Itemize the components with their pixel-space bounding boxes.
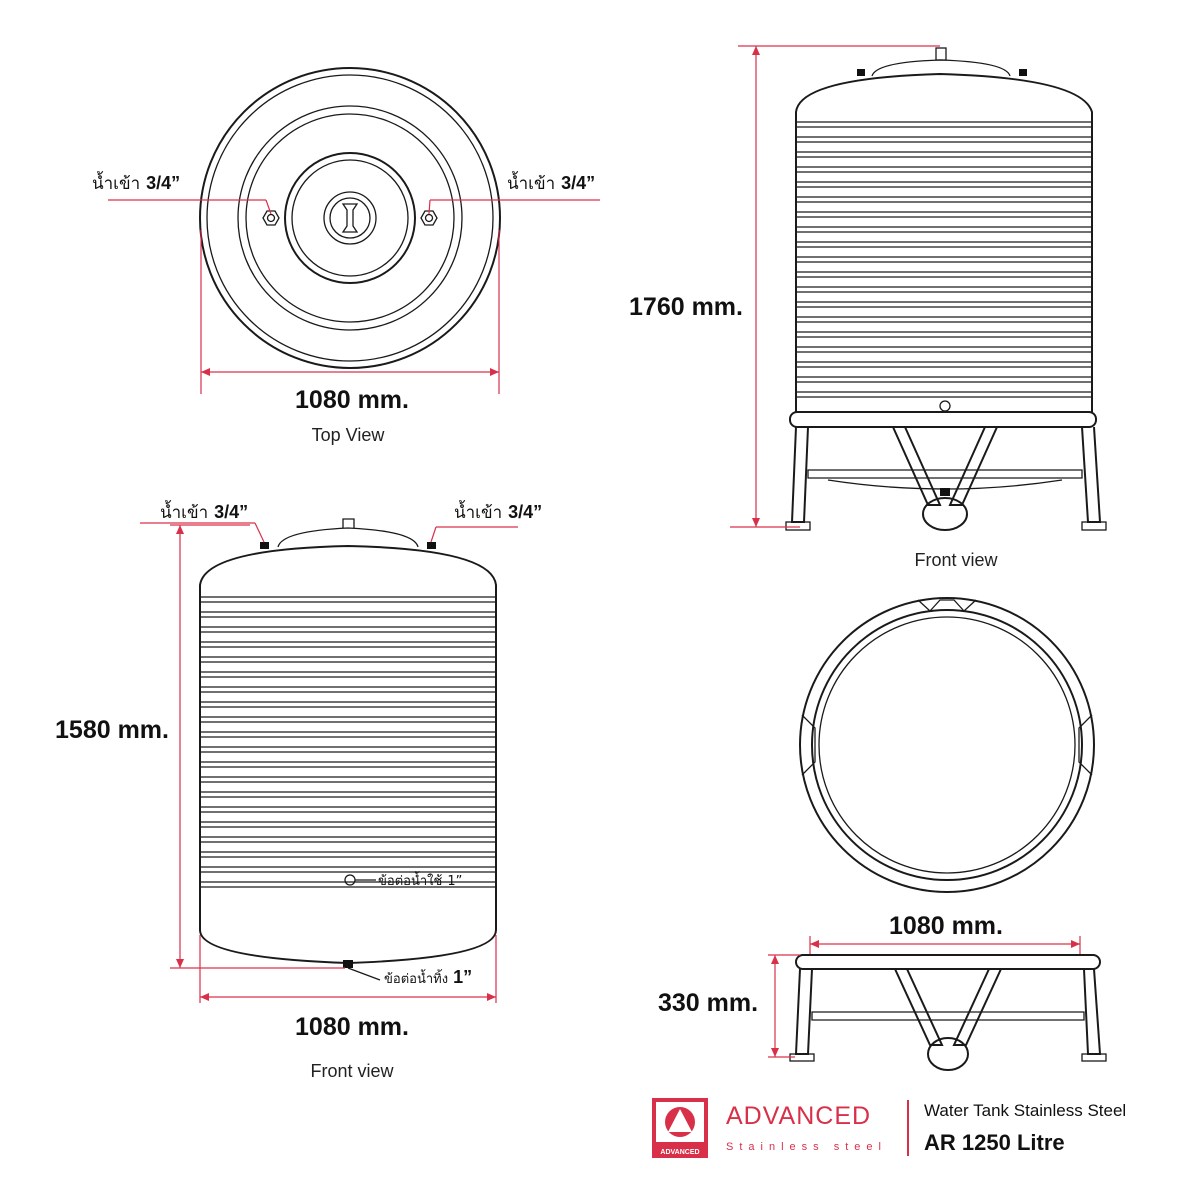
stand2-height-arrow-bottom: [771, 1048, 779, 1057]
stand-brace-left: [892, 426, 942, 506]
tank-outlet: [344, 874, 356, 886]
stand-tank-inlet-right: [1019, 69, 1027, 76]
stand2-drain-bowl: [927, 1037, 969, 1071]
front-stand-view: 1760 mm. Front view: [629, 45, 1107, 570]
logo-badge-text: ADVANCED: [660, 1149, 699, 1156]
stand-height-label: 1760 mm.: [629, 293, 743, 321]
brand-logo: ADVANCED: [652, 1098, 708, 1158]
stand-drain: [940, 488, 950, 496]
stand2-height-label: 330 mm.: [658, 989, 758, 1017]
tank-height-label: 1580 mm.: [55, 716, 169, 744]
top-ring-3: [245, 113, 455, 323]
top-view-caption: Top View: [312, 425, 386, 445]
tank-lid: [277, 527, 419, 548]
tank-drain-leader: [347, 967, 381, 981]
stand-brace-right: [948, 426, 998, 506]
brand-sub: Stainless steel: [726, 1141, 887, 1153]
stand-ring-inner-edge: [818, 616, 1076, 874]
tank-height-arrow-bottom: [176, 959, 184, 968]
tank-ribs: [200, 596, 496, 888]
tank-inlet-left: [260, 542, 269, 549]
stand-leg-left: [790, 426, 809, 523]
top-inlet-right: [424, 213, 434, 223]
stand2-crossbar: [811, 1011, 1085, 1021]
stand2-foot-right: [1081, 1053, 1107, 1062]
stand-drain-bowl: [922, 497, 968, 531]
stand-brace-left-top: [801, 714, 816, 776]
product-line: Water Tank Stainless Steel: [924, 1101, 1126, 1120]
tank-inlet-right: [427, 542, 436, 549]
tank-outlet-label: ข้อต่อน้ำใช้1”: [378, 871, 462, 889]
stand-tank-ribs: [796, 121, 1092, 398]
stand-foot-right: [1081, 521, 1107, 531]
tank-width-arrow-right: [487, 993, 496, 1001]
stand-tank-body: [795, 72, 1093, 412]
stand-ring: [789, 411, 1097, 428]
top-cap-handle: [341, 203, 359, 233]
stand-tank-outlet: [939, 400, 951, 412]
top-inlet-nut-right: [420, 210, 438, 226]
top-inlet-nut-left: [262, 210, 280, 226]
top-width-arrow-left: [201, 368, 210, 376]
stand-height-arrow-top: [752, 46, 760, 55]
stand2-height-arrow-top: [771, 955, 779, 964]
product-model: AR 1250 Litre: [924, 1130, 1065, 1155]
top-cap-inner: [329, 197, 371, 239]
stand-tank-vent: [935, 47, 947, 61]
stand-leg-right: [1081, 426, 1102, 523]
top-cap: [323, 191, 377, 245]
top-rim: [206, 74, 494, 362]
stand2-brace-right: [952, 968, 1002, 1046]
stand2-leg-left: [794, 968, 813, 1055]
top-width-arrow-right: [490, 368, 499, 376]
stand2-leg-right: [1083, 968, 1102, 1055]
stand-height-arrow-bottom: [752, 518, 760, 527]
tank-drain: [343, 960, 353, 968]
stand-side-view: 1080 mm. 330 mm.: [658, 912, 1107, 1071]
tank-inlet-leader-left-tip: [254, 522, 265, 543]
tank-width-arrow-left: [200, 993, 209, 1001]
stand2-width-arrow-left: [810, 940, 819, 948]
brand-footer: ADVANCED ADVANCED Stainless steel Water …: [652, 1098, 1126, 1158]
tank-width-label: 1080 mm.: [295, 1013, 409, 1041]
stand-ring-inner: [811, 609, 1083, 881]
stand-tank-inlet-left: [857, 69, 865, 76]
top-inlet-leader-right-tip: [428, 199, 431, 215]
top-inlet-left: [266, 213, 276, 223]
stand-brace-top: [917, 599, 977, 612]
stand2-ring: [795, 954, 1101, 970]
stand2-width-arrow-right: [1071, 940, 1080, 948]
stand-ring-outer: [799, 597, 1095, 893]
stand-brace-right-top: [1078, 714, 1093, 776]
top-width-label: 1080 mm.: [295, 386, 409, 414]
tank-inlet-leader-right-tip: [430, 526, 437, 543]
stand-top-view: [799, 597, 1095, 893]
tank-front-caption: Front view: [310, 1061, 394, 1081]
top-ring-2: [237, 105, 463, 331]
logo-triangle: [668, 1109, 692, 1132]
stand2-brace-left: [894, 968, 944, 1046]
tank-vent: [342, 518, 355, 528]
top-outer-ring: [199, 67, 501, 369]
tank-body: [199, 544, 497, 965]
top-inlet-leader-left-tip: [265, 199, 272, 215]
stand-crossbar: [807, 469, 1083, 479]
stand-front-caption: Front view: [914, 550, 998, 570]
stand-tank-bottom: [827, 479, 1063, 490]
stand-foot-left: [785, 521, 811, 531]
brand-name: ADVANCED: [726, 1102, 871, 1130]
top-lid: [284, 152, 416, 284]
tank-height-arrow-top: [176, 525, 184, 534]
top-lid-inner: [291, 159, 409, 277]
stand2-width-label: 1080 mm.: [889, 912, 1003, 940]
